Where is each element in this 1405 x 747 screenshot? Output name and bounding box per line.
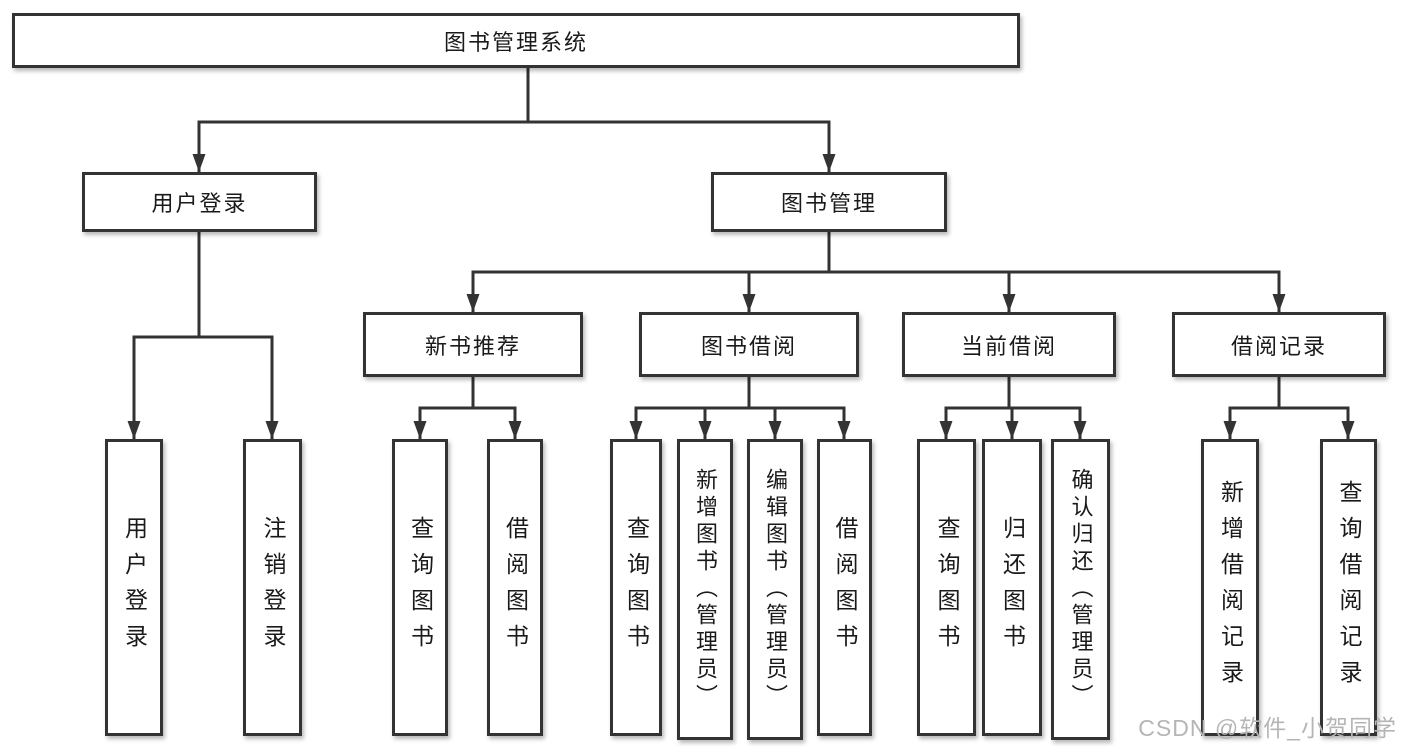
- node-borrow-record: 借阅记录: [1172, 312, 1386, 377]
- leaf-query-borrow-record: 查询借阅记录: [1320, 439, 1377, 736]
- node-root: 图书管理系统: [12, 13, 1020, 68]
- watermark: CSDN @软件_小贺同学: [1138, 715, 1397, 741]
- leaf-edit-book-admin: 编辑图书（管理员）: [747, 439, 803, 740]
- node-user-login-label: 用户登录: [151, 191, 248, 216]
- leaf-query-book-2-label: 查询图书: [623, 515, 650, 660]
- node-borrow-record-label: 借阅记录: [1230, 333, 1327, 359]
- leaf-logout: 注销登录: [243, 439, 302, 736]
- leaf-return-book-label: 归还图书: [999, 515, 1026, 660]
- leaf-edit-book-admin-label: 编辑图书（管理员）: [763, 468, 788, 711]
- leaf-return-book: 归还图书: [982, 439, 1042, 736]
- node-current-borrow-label: 当前借阅: [960, 333, 1057, 359]
- node-new-book-label: 新书推荐: [424, 333, 521, 359]
- leaf-confirm-return-admin-label: 确认归还（管理员）: [1068, 468, 1094, 711]
- leaf-logout-label: 注销登录: [260, 515, 286, 660]
- node-book-mgmt-label: 图书管理: [780, 191, 877, 216]
- leaf-query-book-1-label: 查询图书: [407, 515, 434, 660]
- leaf-user-login: 用户登录: [105, 439, 163, 736]
- node-current-borrow: 当前借阅: [902, 312, 1116, 377]
- leaf-borrow-book-1: 借阅图书: [487, 439, 543, 736]
- node-root-label: 图书管理系统: [443, 29, 588, 55]
- leaf-query-book-3: 查询图书: [917, 439, 976, 736]
- leaf-borrow-book-2-label: 借阅图书: [832, 515, 858, 660]
- leaf-borrow-book-1-label: 借阅图书: [502, 515, 529, 660]
- node-book-mgmt: 图书管理: [711, 172, 947, 232]
- leaf-borrow-book-2: 借阅图书: [817, 439, 872, 736]
- leaf-add-borrow-record-label: 新增借阅记录: [1217, 479, 1244, 696]
- leaf-query-book-1: 查询图书: [392, 439, 448, 736]
- leaf-query-book-3-label: 查询图书: [934, 515, 960, 660]
- leaf-query-borrow-record-label: 查询借阅记录: [1336, 479, 1362, 696]
- leaf-user-login-label: 用户登录: [121, 515, 148, 660]
- leaf-query-book-2: 查询图书: [610, 439, 662, 736]
- node-book-borrow-label: 图书借阅: [700, 333, 797, 359]
- leaf-add-borrow-record: 新增借阅记录: [1201, 439, 1259, 736]
- leaf-confirm-return-admin: 确认归还（管理员）: [1051, 439, 1110, 740]
- node-book-borrow: 图书借阅: [639, 312, 859, 377]
- node-user-login: 用户登录: [82, 172, 317, 232]
- leaf-add-book-admin-label: 新增图书（管理员）: [693, 468, 718, 711]
- leaf-add-book-admin: 新增图书（管理员）: [677, 439, 733, 740]
- node-new-book: 新书推荐: [363, 312, 583, 377]
